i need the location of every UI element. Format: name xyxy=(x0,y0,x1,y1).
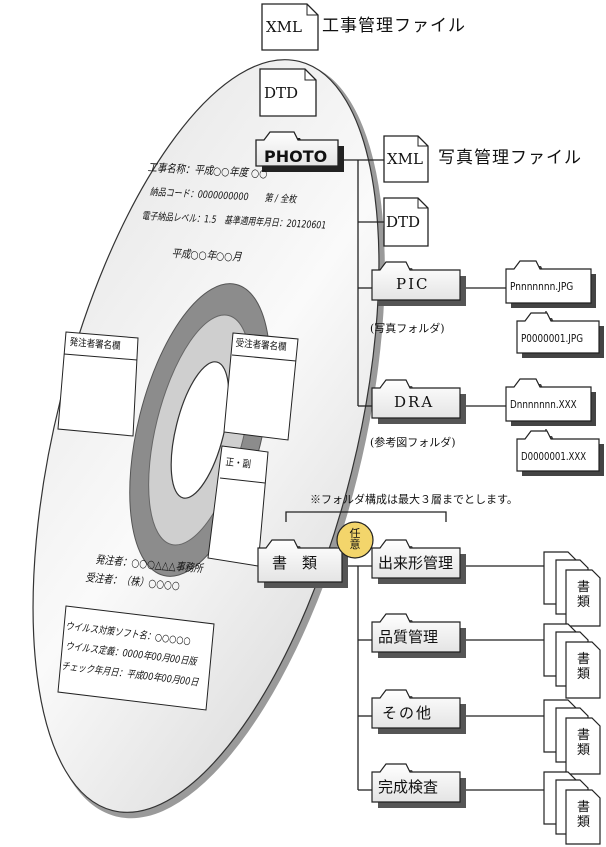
subfolder-1-icon xyxy=(371,539,466,584)
doc-stack-2-icon xyxy=(543,623,601,699)
subfolder-3-icon xyxy=(371,689,466,734)
pic-file-first-icon xyxy=(505,260,596,308)
doc-stack-3-icon xyxy=(543,699,601,775)
optional-badge-icon xyxy=(336,521,374,559)
disc-center-hole xyxy=(170,361,230,499)
xml-photo-icon xyxy=(383,135,429,183)
subfolder-2-icon xyxy=(371,613,466,658)
dtd-top-label: DTD xyxy=(264,84,299,102)
dra-file-last-icon xyxy=(516,430,604,476)
dra-file-first-icon xyxy=(505,378,596,426)
photo-folder-label: PHOTO xyxy=(264,147,328,166)
virus-info-box xyxy=(57,605,215,711)
photo-folder-icon xyxy=(255,131,344,172)
pic-folder-caption: (写真フォルダ) xyxy=(370,322,445,335)
cd-disc xyxy=(32,59,385,819)
subfolder-3-label: その他 xyxy=(382,704,434,722)
tree-lines xyxy=(285,159,548,791)
xml-photo-label: XML xyxy=(387,150,423,168)
subfolder-4-label: 完成検査 xyxy=(378,778,439,796)
doc-stack-1-label: 書類 xyxy=(577,580,591,610)
disc-date: 平成○○年○○月 xyxy=(171,247,243,264)
dtd-top-icon xyxy=(259,68,317,117)
dra-file-first-label: Dnnnnnnn.XXX xyxy=(510,398,577,411)
dra-folder-icon xyxy=(371,379,466,424)
folder-depth-note: ※フォルダ構成は最大３層までとします。 xyxy=(310,493,518,506)
optional-badge-label: 任意 xyxy=(349,527,361,551)
subfolder-4-icon xyxy=(371,763,466,808)
dra-file-last-label: D0000001.XXX xyxy=(521,450,587,463)
xml-top-label: XML xyxy=(266,18,302,36)
doc-stack-1-icon xyxy=(543,551,601,627)
dra-folder-caption: (参考図フォルダ) xyxy=(370,436,456,449)
xml-top-caption: 工事管理ファイル xyxy=(322,16,466,36)
doc-stack-4-icon xyxy=(543,771,601,845)
dtd-photo-icon xyxy=(383,197,429,247)
pic-file-first-label: Pnnnnnnn.JPG xyxy=(510,280,574,293)
xml-top-icon xyxy=(261,3,319,51)
pic-file-last-label: P0000001.JPG xyxy=(521,332,584,345)
doc-stack-3-label: 書類 xyxy=(577,728,591,758)
subfolder-2-label: 品質管理 xyxy=(378,628,439,646)
pic-file-last-icon xyxy=(516,312,604,358)
subfolder-1-label: 出来形管理 xyxy=(378,554,454,572)
dra-folder-label: DRA xyxy=(394,393,435,411)
documents-root-label: 書 類 xyxy=(272,554,318,572)
pic-folder-icon xyxy=(371,261,466,306)
doc-stack-2-label: 書類 xyxy=(577,652,591,682)
doc-stack-4-label: 書類 xyxy=(577,800,591,830)
xml-photo-caption: 写真管理ファイル xyxy=(438,148,582,168)
documents-root-folder-icon xyxy=(257,539,348,588)
pic-folder-label: PIC xyxy=(396,275,430,293)
dtd-photo-label: DTD xyxy=(386,213,421,231)
